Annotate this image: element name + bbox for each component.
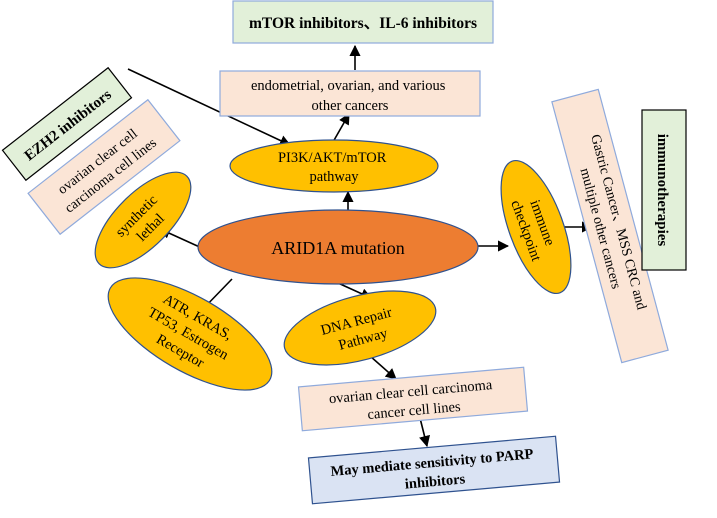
pi3k-pathway-line-1: PI3K/AKT/mTOR [278,150,387,166]
arrow-pi3k-to-endometrial [332,113,350,143]
endometrial-cancers-line-2: other cancers [312,98,389,114]
arrow-dna-to-ovarian-cancer-lines [369,355,397,380]
svg-text:PI3K/AKT/mTOR pathway: PI3K/AKT/mTOR pathway [278,150,390,185]
arrow-ezh2-to-pi3k [127,68,292,146]
arid1a-mutation-node: ARID1A mutation [197,209,479,285]
pi3k-pathway-line-2: pathway [309,169,359,185]
parp-sensitivity-box: May mediate sensitivity to PARP inhibito… [307,435,561,505]
ovarian-ccc-cancer-lines-box: ovarian clear cell carcinoma cancer cell… [297,366,529,432]
pi3k-pathway-node: PI3K/AKT/mTOR pathway [229,139,439,193]
endometrial-cancers-box: endometrial, ovarian, and various other … [219,70,481,117]
arid1a-mutation-label: ARID1A mutation [271,238,405,258]
svg-text:endometrial, ovarian, and vari: endometrial, ovarian, and various other … [251,78,449,114]
immunotherapies-label: immunotherapies [654,134,670,247]
endometrial-cancers-line-1: endometrial, ovarian, and various [251,78,446,94]
mtor-inhibitors-box: mTOR inhibitors、IL-6 inhibitors [232,0,494,44]
parp-sensitivity-line-2: inhibitors [404,471,466,492]
immunotherapies-box: immunotherapies [641,109,687,271]
synthetic-lethal-node: synthetic lethal [94,171,192,269]
atr-kras-node: ATR, KRAS, TP53, Estrogen Receptor [107,277,273,391]
dna-repair-node: DNA Repair Pathway [283,290,437,366]
arrow-ovarian-cancer-lines-to-parp [419,417,430,448]
mtor-inhibitors-label: mTOR inhibitors、IL-6 inhibitors [249,15,477,32]
